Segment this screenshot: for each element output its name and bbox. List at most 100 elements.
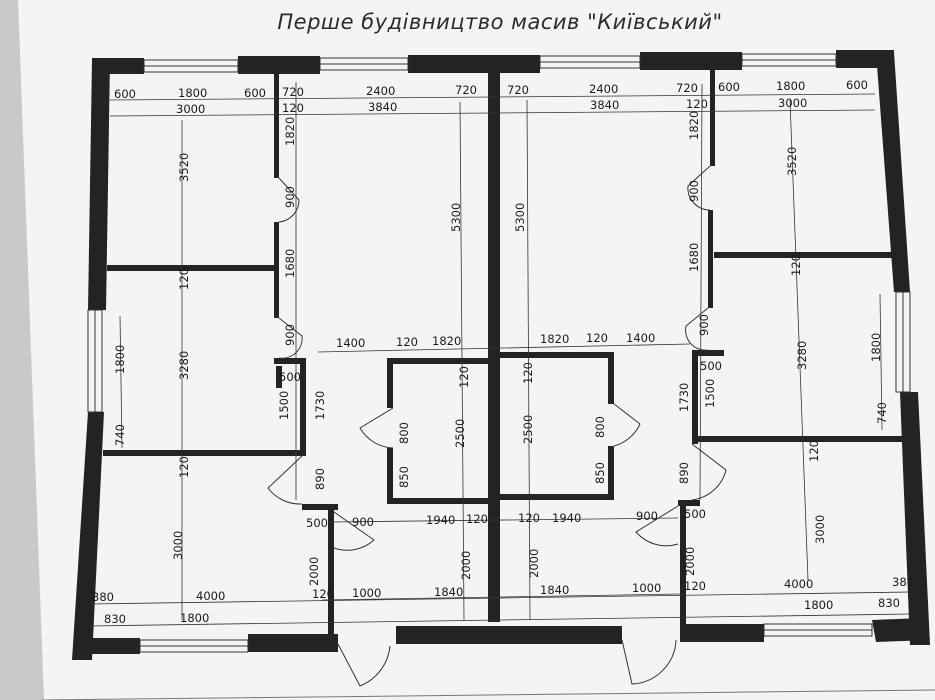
dimension-label: 380	[892, 575, 914, 589]
partition-wall	[692, 350, 698, 444]
hall-wall	[678, 500, 700, 506]
partition-wall	[708, 210, 713, 308]
dimension-label: 850	[397, 466, 411, 488]
dimension-label: 1840	[540, 583, 569, 597]
dimension-label: 3520	[785, 147, 799, 176]
door-swing	[691, 443, 727, 501]
dimension-label: 830	[878, 596, 900, 610]
partition-wall	[274, 222, 279, 318]
door-swing	[613, 403, 641, 447]
entrance-door	[621, 639, 677, 685]
partition-wall	[692, 350, 724, 356]
bottom-wall	[872, 618, 930, 642]
bathroom-wall	[500, 352, 614, 358]
dimension-label: 5300	[513, 203, 527, 232]
dimension-label: 1840	[434, 585, 463, 599]
door-swing	[278, 317, 303, 359]
dimension-label: 3000	[171, 531, 185, 560]
dimension-label: 1800	[113, 345, 127, 374]
dimension-label: 1680	[283, 249, 297, 278]
dimension-label: 600	[718, 80, 740, 94]
dimension-label: 720	[507, 83, 529, 97]
bathroom-wall	[387, 448, 393, 504]
dimension-label: 1940	[552, 511, 581, 525]
bathroom-wall	[387, 358, 490, 364]
dimension-label: 120	[518, 511, 540, 525]
dimension-label: 740	[113, 424, 127, 446]
windows	[87, 53, 911, 653]
dimension-label: 4000	[196, 589, 225, 603]
dimension-label: 890	[677, 462, 691, 484]
dimension-labels: 600 1800 600 720 2400 720 720 2400 720 6…	[92, 78, 914, 626]
dimension-label: 1800	[178, 86, 207, 100]
dimension-label: 1820	[432, 334, 461, 348]
bottom-wall	[74, 638, 140, 654]
dimension-label: 900	[352, 515, 374, 529]
doors	[267, 165, 727, 687]
door-swing	[635, 505, 679, 547]
bathroom-wall	[608, 352, 614, 404]
dimension-label: 800	[397, 422, 411, 444]
dimension-label: 900	[283, 324, 297, 346]
dimension-label: 1800	[776, 79, 805, 93]
top-wall	[238, 56, 320, 74]
plan-title: Перше будівництво масив "Київський"	[277, 10, 723, 34]
door-swing	[267, 455, 303, 505]
partition-wall	[276, 366, 282, 388]
dimension-label: 3280	[177, 351, 191, 380]
dimension-label: 2000	[683, 547, 697, 576]
hall-wall	[680, 500, 686, 626]
dimension-label: 3000	[813, 515, 827, 544]
dimension-label: 1500	[703, 379, 717, 408]
bathroom-wall	[387, 498, 490, 504]
dimension-label: 120	[466, 512, 488, 526]
dimension-label: 600	[244, 86, 266, 100]
left-wall	[88, 60, 110, 310]
dimension-label: 2400	[366, 84, 395, 98]
dimension-label: 120	[282, 101, 304, 115]
dimension-label: 120	[177, 268, 191, 290]
dimension-label: 3840	[368, 100, 397, 114]
partition-wall	[107, 265, 279, 271]
dimension-label: 2000	[527, 549, 541, 578]
partition-wall	[710, 68, 715, 166]
dimension-label: 380	[92, 590, 114, 604]
entrance-door	[337, 643, 391, 687]
dimension-label: 900	[636, 509, 658, 523]
dimension-label: 2500	[521, 415, 535, 444]
dimension-label: 2500	[453, 419, 467, 448]
dimension-label: 1680	[687, 243, 701, 272]
dimension-label: 120	[789, 254, 803, 276]
paper-sheet	[18, 0, 935, 700]
dimension-label: 5300	[449, 203, 463, 232]
dimension-label: 1800	[804, 598, 833, 612]
bottom-wall	[396, 626, 622, 644]
door-swing	[359, 407, 394, 449]
dimension-label: 3520	[177, 153, 191, 182]
dimension-label: 500	[279, 370, 301, 384]
dimension-label: 1820	[687, 111, 701, 140]
dimension-label: 1730	[677, 383, 691, 412]
dimension-label: 4000	[784, 577, 813, 591]
partition-wall	[274, 72, 279, 178]
dimension-label: 500	[700, 359, 722, 373]
bathroom-wall	[608, 446, 614, 498]
door-swing	[333, 511, 375, 551]
dimension-label: 1730	[313, 391, 327, 420]
dimension-label: 2400	[589, 82, 618, 96]
dimension-label: 600	[846, 78, 868, 92]
bathroom-wall	[387, 358, 393, 408]
dimension-label: 120	[457, 366, 471, 388]
dimension-label: 120	[684, 579, 706, 593]
dimension-label: 900	[697, 314, 711, 336]
top-wall	[408, 55, 540, 73]
dimension-label: 1400	[626, 331, 655, 345]
dimension-label: 720	[282, 85, 304, 99]
dimension-label: 740	[875, 402, 889, 424]
partition-wall	[300, 358, 306, 456]
dimension-label: 830	[104, 612, 126, 626]
dimension-label: 3280	[795, 341, 809, 370]
sheet-border-line	[41, 689, 935, 700]
